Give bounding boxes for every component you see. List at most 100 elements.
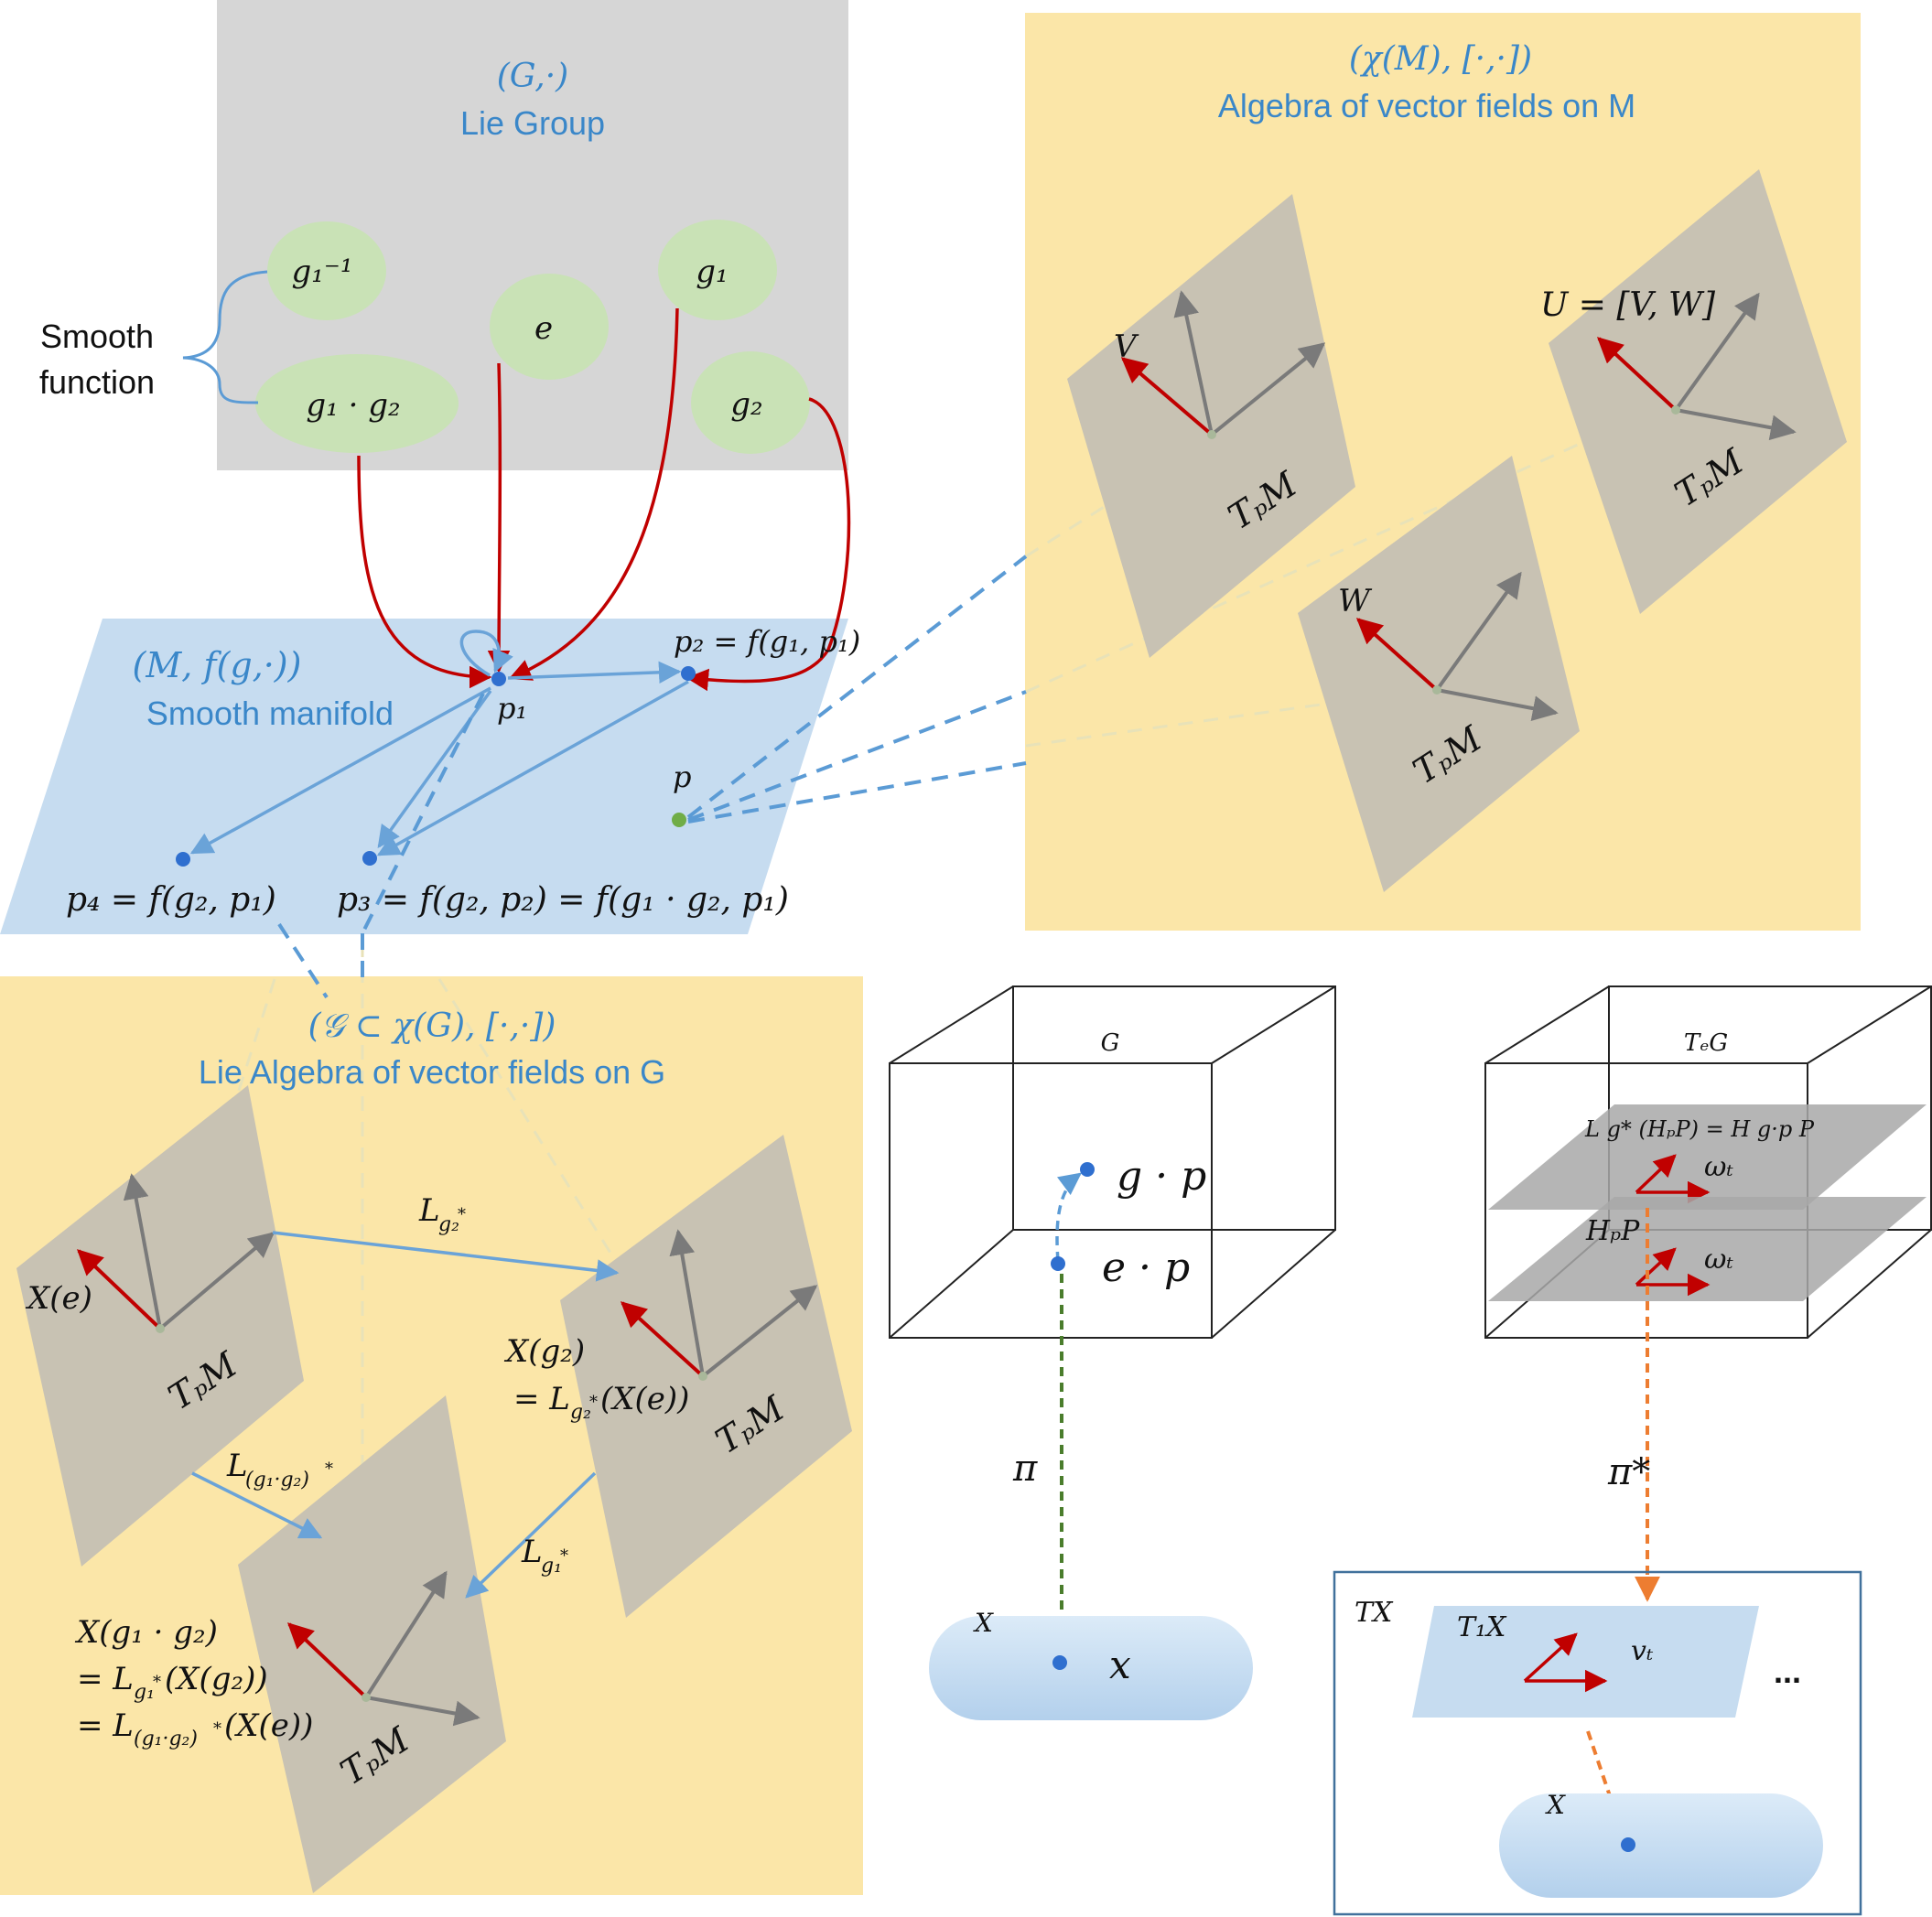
bundle-points: g · p e · p [1051,1153,1206,1291]
p-to-planes-dashed [686,555,1028,824]
map-arrow-lg1g2 [191,1471,323,1539]
manifold-points [176,666,696,867]
svg-text:(X(g₂)): (X(g₂)) [165,1661,268,1697]
svg-text:g₁ · g₂: g₁ · g₂ [306,387,400,424]
svg-text:L: L [418,1192,440,1229]
group-element-g1g2: g₁ · g₂ [255,354,459,453]
point-p [672,813,686,827]
point-p3 [362,851,377,866]
svg-text:(X(e)): (X(e)) [600,1381,689,1417]
svg-text:g₂: g₂ [438,1213,459,1236]
manifold-title-text: Smooth manifold [146,695,394,732]
point-ep [1051,1256,1065,1271]
tx-base-point [1621,1837,1635,1852]
lie-algebra-title-text: Lie Algebra of vector fields on G [199,1053,665,1091]
label-p: p [673,759,691,794]
smooth-function-bracket: Smooth function [39,270,268,404]
point-gp [1080,1162,1095,1177]
label-p1: p₁ [497,691,527,726]
label-x: x [1109,1642,1131,1687]
omega-upper: ωₜ [1704,1151,1733,1183]
horizontal-plane-lower: HₚP ωₜ [1488,1197,1927,1301]
projection-pi-star: π* [1607,1208,1660,1602]
map-label-lg1g2: L (g₁·g₂) * [226,1448,333,1492]
point-p1 [491,672,506,686]
t1x-label: T₁X [1457,1611,1507,1643]
label-p4: p₄ = f(g₂, p₁) [66,881,276,919]
arrow-p1-to-p4 [189,686,491,855]
vector-fields-m-title: (χ(M), [·,·]) Algebra of vector fields o… [1218,40,1635,124]
lie-algebra-map-arrows [191,1231,620,1599]
svg-text:*: * [458,1205,466,1224]
svg-text:g₂: g₂ [730,386,762,423]
projection-pi: π [1012,1274,1074,1648]
upper-plane-label: L g* (HₚP) = H g·p P [1584,1116,1815,1142]
svg-text:g₂: g₂ [570,1401,591,1424]
smooth-function-label-1: Smooth [40,318,154,355]
tangent-box-label: TₑG [1684,1029,1728,1057]
smooth-manifold-panel [0,619,848,934]
vf-m-title-math: (χ(M), [·,·]) [1349,40,1532,78]
action-arrow-g1g2 [357,455,492,689]
vector-label-xe: X(e) [25,1280,92,1317]
svg-text:g₁: g₁ [134,1681,155,1704]
manifold-point-labels: p₁ p₂ = f(g₁, p₁) p p₄ = f(g₂, p₁) p₃ = … [66,624,860,919]
loop-arrow-p1 [459,630,513,677]
manifold-title-math: (M, f(g,·)) [133,645,302,685]
svg-text:= L: = L [513,1381,570,1417]
lie-algebra-title-math: (𝒢 ⊂ χ(G), [·,·]) [308,1007,556,1045]
svg-text:X(g₁ · g₂): X(g₁ · g₂) [74,1614,218,1651]
tangent-plane-xg2: TₚM [560,1135,852,1618]
lie-algebra-title: (𝒢 ⊂ χ(G), [·,·]) Lie Algebra of vector … [199,1007,665,1091]
lie-group-title-text: Lie Group [460,104,605,142]
action-arrow-g2 [685,397,851,692]
vector-label-u: U = [V, W] [1540,286,1716,324]
vector-label-v: V [1114,328,1139,365]
tangent-plane-u: U = [V, W] TₚM [1540,169,1847,614]
horizontal-plane-upper: L g* (HₚP) = H g·p P ωₜ [1488,1104,1927,1210]
tx-box: TX T₁X vₜ ... X [1333,1570,1862,1916]
group-element-e: e [490,274,609,380]
svg-text:= L: = L [77,1661,134,1697]
svg-text:g₁: g₁ [696,253,728,290]
omega-lower: ωₜ [1704,1244,1733,1276]
vector-label-w: W [1338,583,1373,619]
label-pi: π [1012,1448,1038,1490]
svg-text:L: L [226,1448,248,1484]
svg-text:*: * [153,1673,161,1692]
vt-label: vₜ [1631,1635,1654,1667]
svg-text:X(g₂): X(g₂) [503,1333,585,1370]
point-p4 [176,852,190,867]
bundle-box-label: G [1101,1029,1120,1057]
vector-label-xg1g2: X(g₁ · g₂) = L g₁ * (X(g₂)) = L (g₁·g₂) … [74,1614,313,1750]
map-label-lg2: L g₂ * [418,1192,466,1236]
label-pi-star: π* [1607,1451,1650,1493]
lower-plane-label: HₚP [1585,1215,1640,1247]
svg-text:*: * [560,1546,568,1566]
vf-m-title-text: Algebra of vector fields on M [1218,87,1635,124]
bundle-box-g [889,985,1336,1339]
svg-text:L: L [521,1534,543,1570]
arrow-p1-to-p2 [507,661,682,684]
group-element-g2: g₂ [691,351,810,454]
map-arrow-lg1 [465,1471,597,1599]
svg-text:*: * [213,1719,221,1739]
tx-label: TX [1355,1597,1394,1629]
manifold-title: (M, f(g,·)) Smooth manifold [133,645,394,732]
manifold-to-algebra-dashed [277,693,485,999]
svg-text:e: e [534,310,553,347]
svg-text:(g₁·g₂): (g₁·g₂) [134,1728,198,1750]
point-x [1052,1655,1067,1670]
svg-text:g₁⁻¹: g₁⁻¹ [292,253,353,290]
manifold-arrows [189,630,689,856]
svg-text:(X(e)): (X(e)) [224,1707,313,1744]
group-element-g1: g₁ [658,220,777,320]
label-p3: p₃ = f(g₂, p₂) = f(g₁ · g₂, p₁) [337,881,789,919]
base-space-x: X x [929,1608,1253,1720]
point-p2 [681,666,696,681]
arrow-p1-to-p3 [377,689,492,848]
base-space-label: X [973,1608,994,1638]
map-arrow-lg2 [272,1231,620,1282]
smooth-function-label-2: function [39,363,155,401]
